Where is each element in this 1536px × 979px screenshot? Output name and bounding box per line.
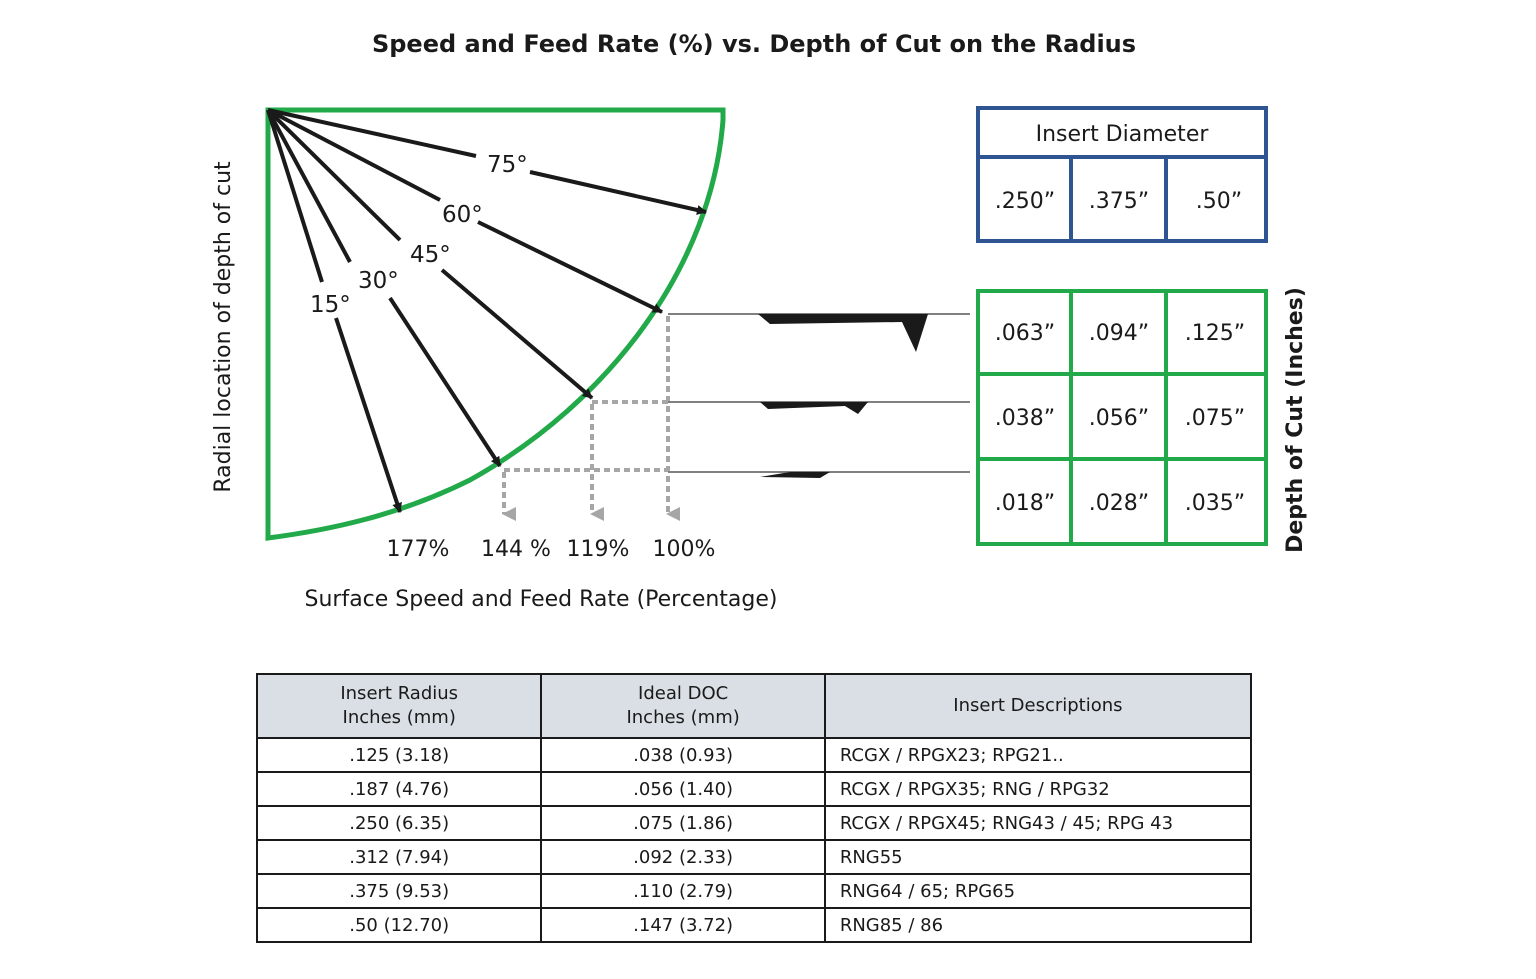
ideal-doc-cell: .147 (3.72) bbox=[540, 907, 826, 943]
insert-description-cell: RCGX / RPGX35; RNG / RPG32 bbox=[823, 771, 1253, 807]
insert-diameter-header: Insert Diameter bbox=[1036, 122, 1210, 147]
angle-label-45: 45° bbox=[410, 242, 451, 268]
ray-45 bbox=[266, 108, 402, 242]
insert-radius-cell: .187 (4.76) bbox=[255, 771, 543, 807]
column-header-insert-radius: Insert Radius Inches (mm) bbox=[255, 673, 543, 739]
insert-description-cell: RNG64 / 65; RPG65 bbox=[823, 873, 1253, 909]
table-row: .50 (12.70) .147 (3.72) RNG85 / 86 bbox=[255, 907, 1253, 943]
ideal-doc-cell: .075 (1.86) bbox=[540, 805, 826, 841]
doc-cell: .063” bbox=[995, 321, 1055, 346]
ideal-doc-cell: .110 (2.79) bbox=[540, 873, 826, 909]
ray-75-tail bbox=[529, 170, 707, 215]
y-axis-label: Radial location of depth of cut bbox=[211, 161, 236, 493]
pct-label-144: 144 % bbox=[481, 537, 551, 562]
ray-45-tail bbox=[440, 268, 594, 400]
ray-15 bbox=[266, 109, 324, 283]
angle-label-30: 30° bbox=[358, 268, 399, 294]
table-row: .125 (3.18) .038 (0.93) RCGX / RPGX23; R… bbox=[255, 737, 1253, 773]
pct-label-119: 119% bbox=[567, 537, 630, 562]
ray-15-tail bbox=[334, 317, 402, 513]
doc-cell: .018” bbox=[995, 491, 1055, 516]
insert-diameter-value: .250” bbox=[995, 189, 1055, 214]
ray-30-tail bbox=[388, 296, 502, 468]
doc-cell: .038” bbox=[995, 406, 1055, 431]
table-row: .250 (6.35) .075 (1.86) RCGX / RPGX45; R… bbox=[255, 805, 1253, 841]
radius-outline bbox=[265, 107, 726, 541]
depth-of-cut-table bbox=[976, 289, 1268, 546]
diagram: Speed and Feed Rate (%) vs. Depth of Cut… bbox=[211, 30, 1308, 612]
column-header-insert-descriptions: Insert Descriptions bbox=[823, 673, 1253, 739]
chart-title: Speed and Feed Rate (%) vs. Depth of Cut… bbox=[372, 30, 1136, 58]
insert-diameter-table bbox=[976, 106, 1268, 243]
depth-axis-label: Depth of Cut (Inches) bbox=[1283, 287, 1308, 553]
ideal-doc-cell: .056 (1.40) bbox=[540, 771, 826, 807]
depth-guide-lines bbox=[668, 313, 970, 473]
insert-description-cell: RNG55 bbox=[823, 839, 1253, 875]
angle-label-60: 60° bbox=[442, 202, 483, 228]
insert-radius-cell: .125 (3.18) bbox=[255, 737, 543, 773]
doc-cell: .125” bbox=[1185, 321, 1245, 346]
table-row: .375 (9.53) .110 (2.79) RNG64 / 65; RPG6… bbox=[255, 873, 1253, 909]
table-row: .187 (4.76) .056 (1.40) RCGX / RPGX35; R… bbox=[255, 771, 1253, 807]
table-row: .312 (7.94) .092 (2.33) RNG55 bbox=[255, 839, 1253, 875]
ideal-doc-cell: .092 (2.33) bbox=[540, 839, 826, 875]
insert-diameter-value: .50” bbox=[1196, 189, 1242, 214]
ideal-doc-cell: .038 (0.93) bbox=[540, 737, 826, 773]
pct-label-177: 177% bbox=[387, 537, 450, 562]
insert-reference-table: Insert Radius Inches (mm) Ideal DOC Inch… bbox=[255, 673, 1253, 943]
column-header-ideal-doc: Ideal DOC Inches (mm) bbox=[540, 673, 826, 739]
doc-cell: .035” bbox=[1185, 491, 1245, 516]
doc-cell: .028” bbox=[1089, 491, 1149, 516]
insert-radius-cell: .312 (7.94) bbox=[255, 839, 543, 875]
ray-60-tail bbox=[477, 220, 663, 314]
chip-profiles bbox=[758, 314, 928, 478]
insert-radius-cell: .50 (12.70) bbox=[255, 907, 543, 943]
chip-profile-medium bbox=[760, 402, 868, 414]
projection-lines bbox=[502, 316, 680, 521]
insert-description-cell: RCGX / RPGX23; RPG21.. bbox=[823, 737, 1253, 773]
pct-label-100: 100% bbox=[653, 537, 716, 562]
insert-diameter-value: .375” bbox=[1089, 189, 1149, 214]
doc-cell: .094” bbox=[1089, 321, 1149, 346]
ray-30 bbox=[266, 109, 352, 263]
chip-profile-small bbox=[760, 472, 830, 478]
angle-label-15: 15° bbox=[310, 292, 351, 318]
doc-cell: .056” bbox=[1089, 406, 1149, 431]
table-header-row: Insert Radius Inches (mm) Ideal DOC Inch… bbox=[255, 673, 1253, 739]
insert-description-cell: RNG85 / 86 bbox=[823, 907, 1253, 943]
angle-rays bbox=[266, 108, 707, 513]
angle-label-75: 75° bbox=[487, 152, 528, 178]
insert-description-cell: RCGX / RPGX45; RNG43 / 45; RPG 43 bbox=[823, 805, 1253, 841]
x-axis-label: Surface Speed and Feed Rate (Percentage) bbox=[305, 587, 778, 612]
chip-profile-large bbox=[758, 314, 928, 352]
insert-radius-cell: .375 (9.53) bbox=[255, 873, 543, 909]
insert-radius-cell: .250 (6.35) bbox=[255, 805, 543, 841]
doc-cell: .075” bbox=[1185, 406, 1245, 431]
ray-60 bbox=[267, 108, 441, 202]
ray-75 bbox=[267, 108, 477, 158]
